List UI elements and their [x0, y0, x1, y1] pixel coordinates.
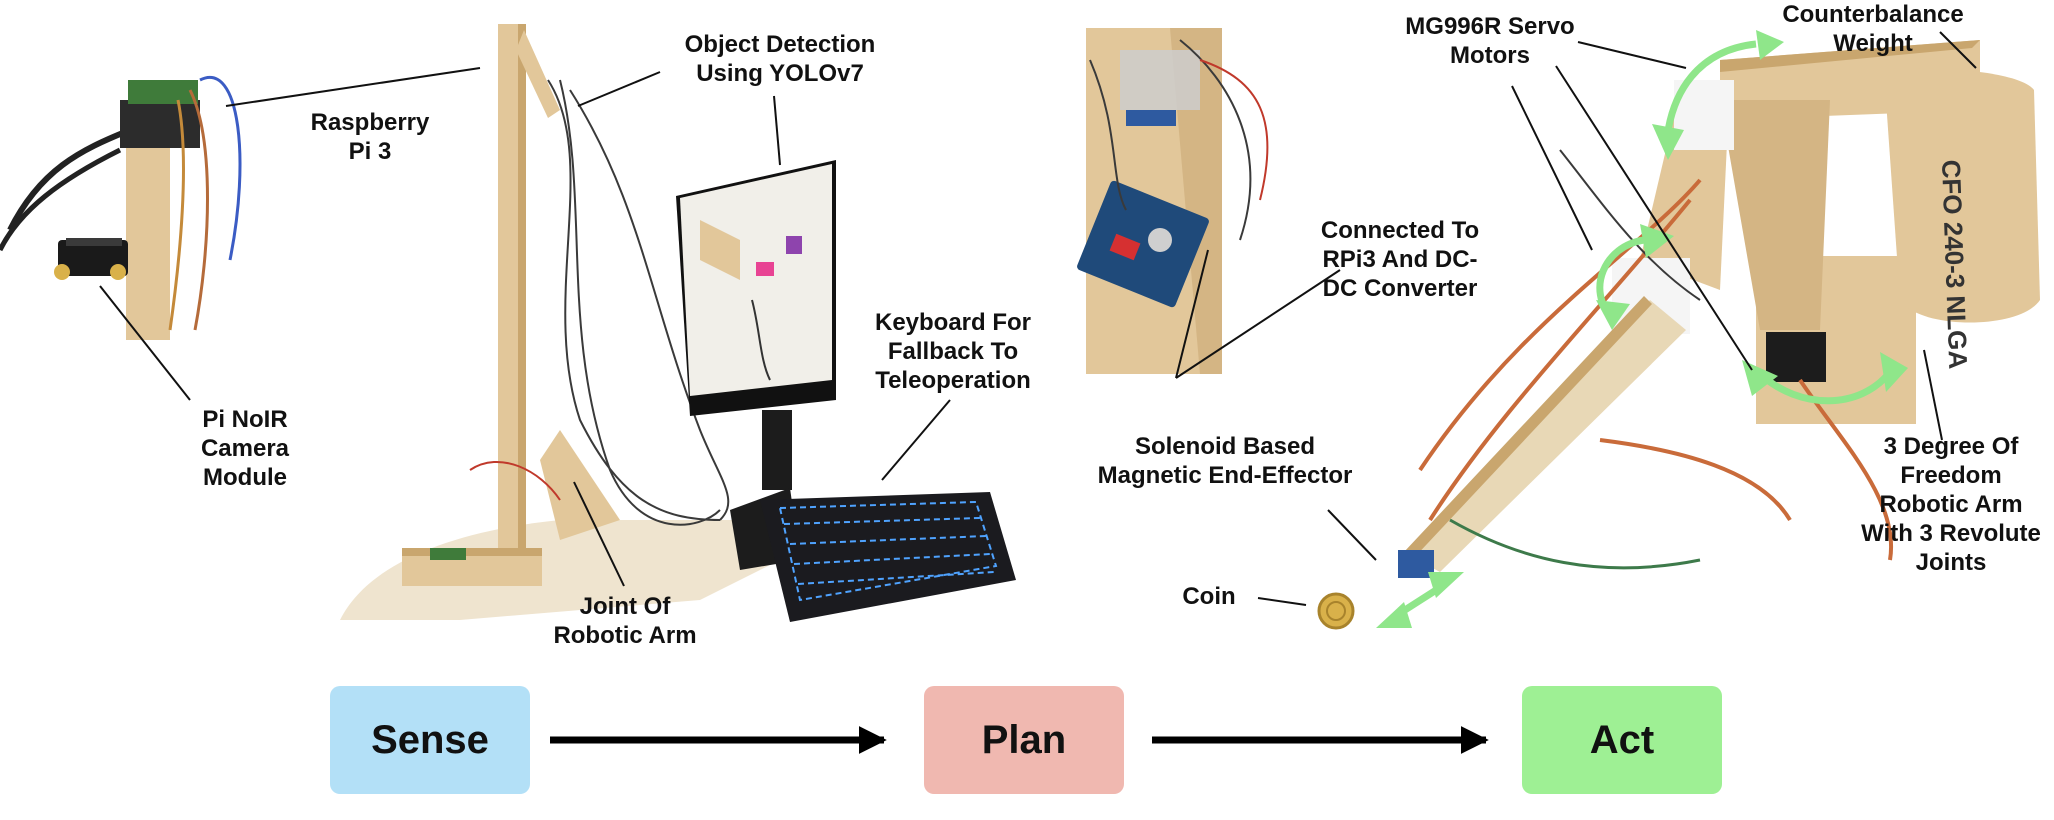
converter-board-photo: [1077, 28, 1269, 374]
stage-plan-label: Plan: [981, 717, 1067, 762]
leader-lines: [99, 31, 1977, 606]
weight-stamp: CFO 240-3 NLGA: [1936, 159, 1973, 370]
stage-sense: Sense: [330, 686, 530, 794]
motion-arrows: [1376, 30, 1908, 628]
coin-photo: [1317, 592, 1355, 630]
label-coin: Coin: [1182, 583, 1236, 610]
keyboard-photo: [760, 492, 1016, 622]
camera-module-photo: [0, 76, 242, 340]
stage-act: Act: [1522, 686, 1722, 794]
stage-plan: Plan: [924, 686, 1124, 794]
stand-photo: [340, 24, 780, 620]
stage-sense-label: Sense: [371, 717, 489, 762]
stage-act-label: Act: [1589, 717, 1655, 762]
robotic-arm-photo: CFO 240-3 NLGA: [1398, 40, 2040, 578]
